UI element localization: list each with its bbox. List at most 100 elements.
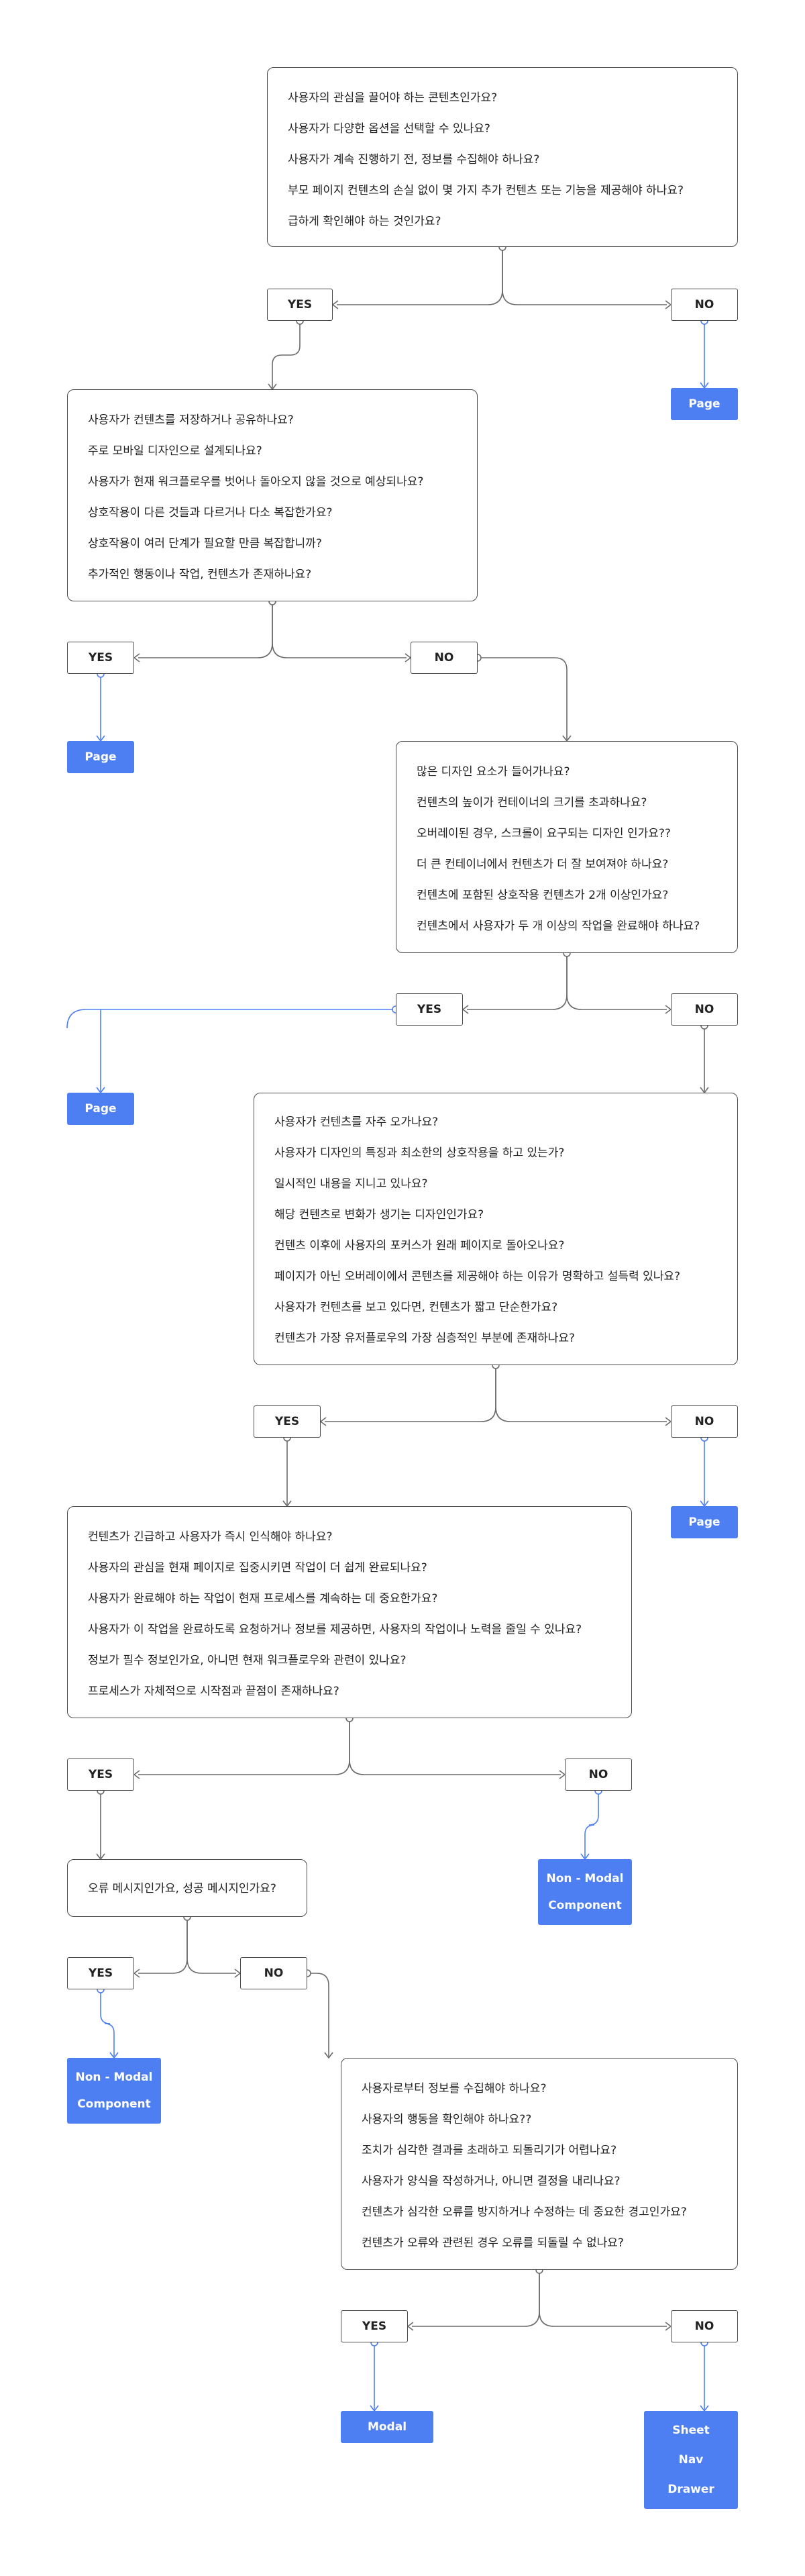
connector-line (502, 247, 667, 305)
result-page-3: Page (67, 1093, 134, 1125)
connector-arrow (133, 1969, 140, 1978)
question-text: 사용자가 현재 워크플로우를 벗어나 돌아오지 않을 것으로 예상되나요? (88, 475, 424, 489)
connector-arrow (133, 1770, 140, 1779)
question-text: 많은 디자인 요소가 들어가나요? (417, 765, 570, 779)
yes-label-6: YES (67, 1957, 134, 1989)
connector-line (566, 953, 667, 1010)
no-label-4: NO (671, 1405, 738, 1438)
connector-line (539, 2270, 667, 2327)
yes-label-3: YES (396, 993, 463, 1026)
result-label: Page (85, 1102, 117, 1116)
connector-arrow (462, 1005, 469, 1014)
connector-arrow (331, 300, 339, 309)
connector-line (467, 953, 568, 1010)
connector-line (138, 1718, 350, 1775)
question-text: 컨텐츠가 심각한 오류를 방지하거나 수정하는 데 중요한 경고인가요? (362, 2206, 687, 2219)
connector-line (100, 1989, 115, 2057)
result-label: Page (688, 1516, 720, 1529)
question-text: 주로 모바일 디자인으로 설계되나요? (88, 444, 262, 458)
connector-arrow (407, 2322, 414, 2331)
question-text: 사용자의 관심을 끌어야 하는 콘텐츠인가요? (288, 91, 498, 105)
result-label: Drawer (667, 2483, 714, 2496)
result-label: Component (77, 2097, 151, 2111)
question-text: 컨텐츠에서 사용자가 두 개 이상의 작업을 완료해야 하나요? (417, 920, 700, 933)
connector-line (307, 1973, 329, 2057)
question-text: 사용자가 컨텐츠를 자주 오가나요? (274, 1116, 439, 1129)
question-text: 페이지가 아닌 오버레이에서 콘텐츠를 제공해야 하는 이유가 명확하고 설득력… (274, 1270, 681, 1283)
connector-line (349, 1718, 561, 1775)
result-label: Sheet (672, 2424, 710, 2437)
question-text: 컨텐츠가 가장 유저플로우의 가장 심층적인 부분에 존재하나요? (274, 1332, 576, 1345)
question-text: 정보가 필수 정보인가요, 아니면 현재 워크플로우와 관련이 있나요? (88, 1654, 407, 1667)
question-text: 사용자가 양식을 작성하거나, 아니면 결정을 내리나요? (362, 2175, 621, 2188)
yes-label-2: YES (67, 642, 134, 674)
connector-line (478, 657, 568, 740)
result-label: Non - Modal (75, 2071, 153, 2084)
no-label-5: NO (565, 1758, 632, 1791)
result-label: Non - Modal (546, 1872, 624, 1885)
result-label: Nav (678, 2453, 704, 2467)
result-sheet-nav-drawer: Sheet Nav Drawer (644, 2411, 738, 2509)
no-label-6: NO (240, 1957, 307, 1989)
question-text: 상호작용이 다른 것들과 다르거나 다소 복잡한가요? (88, 506, 333, 519)
question-text: 급하게 확인해야 하는 것인가요? (288, 215, 441, 228)
question-text: 컨텐츠가 긴급하고 사용자가 즉시 인식해야 하나요? (88, 1530, 333, 1544)
question-text: 부모 페이지 컨텐츠의 손실 없이 몇 가지 추가 컨텐츠 또는 기능을 제공해… (288, 184, 684, 197)
question-text: 프로세스가 자체적으로 시작점과 끝점이 존재하나요? (88, 1685, 339, 1698)
connector-line (66, 1009, 396, 1029)
question-text: 사용자가 다양한 옵션을 선택할 수 있나요? (288, 122, 490, 136)
question-box-4: 사용자가 컨텐츠를 자주 오가나요? 사용자가 디자인의 특징과 최소한의 상호… (254, 1093, 738, 1365)
connector-line (186, 1917, 236, 1974)
question-text: 컨텐츠가 오류와 관련된 경우 오류를 되돌릴 수 없나요? (362, 2236, 624, 2250)
question-text: 사용자의 관심을 현재 페이지로 집중시키면 작업이 더 쉽게 완료되나요? (88, 1561, 427, 1575)
question-box-1: 사용자의 관심을 끌어야 하는 콘텐츠인가요? 사용자가 다양한 옵션을 선택할… (267, 67, 738, 247)
question-box-2: 사용자가 컨텐츠를 저장하거나 공유하나요? 주로 모바일 디자인으로 설계되나… (67, 389, 478, 601)
connector-line (138, 601, 273, 658)
result-label: Modal (367, 2420, 407, 2434)
connector-line (337, 247, 503, 305)
question-box-6: 오류 메시지인가요, 성공 메시지인가요? (67, 1859, 307, 1917)
question-text: 조치가 심각한 결과를 초래하고 되돌리기가 어렵나요? (362, 2144, 617, 2157)
yes-label-1: YES (267, 289, 333, 321)
result-modal: Modal (341, 2411, 433, 2443)
result-label: Component (548, 1899, 622, 1912)
connector-line (272, 601, 407, 658)
result-non-modal-component-2: Non - Modal Component (67, 2058, 161, 2124)
result-non-modal-component-1: Non - Modal Component (538, 1859, 632, 1925)
question-text: 사용자의 행동을 확인해야 하나요?? (362, 2113, 532, 2126)
connector-line (412, 2270, 540, 2327)
question-text: 더 큰 컨테이너에서 컨텐츠가 더 잘 보여져야 하나요? (417, 858, 669, 871)
question-text: 사용자로부터 정보를 수집해야 하나요? (362, 2082, 547, 2095)
result-page-1: Page (671, 388, 738, 420)
question-text: 오류 메시지인가요, 성공 메시지인가요? (88, 1882, 276, 1895)
yes-label-7: YES (341, 2310, 408, 2342)
question-text: 일시적인 내용을 지니고 있나요? (274, 1177, 428, 1191)
connector-arrow (324, 2052, 333, 2059)
question-text: 사용자가 이 작업을 완료하도록 요청하거나 정보를 제공하면, 사용자의 작업… (88, 1623, 582, 1636)
connector-arrow (319, 1417, 327, 1426)
question-text: 사용자가 디자인의 특징과 최소한의 상호작용을 하고 있는가? (274, 1146, 565, 1160)
result-page-2: Page (67, 741, 134, 773)
yes-label-5: YES (67, 1758, 134, 1791)
question-box-5: 컨텐츠가 긴급하고 사용자가 즉시 인식해야 하나요? 사용자의 관심을 현재 … (67, 1506, 632, 1718)
connector-arrow (133, 653, 140, 662)
question-text: 해당 컨텐츠로 변화가 생기는 디자인인가요? (274, 1208, 484, 1222)
question-box-7: 사용자로부터 정보를 수집해야 하나요? 사용자의 행동을 확인해야 하나요??… (341, 2058, 738, 2270)
question-text: 사용자가 컨텐츠를 저장하거나 공유하나요? (88, 413, 294, 427)
question-text: 추가적인 행동이나 작업, 컨텐츠가 존재하나요? (88, 568, 312, 581)
no-label-7: NO (671, 2310, 738, 2342)
question-text: 상호작용이 여러 단계가 필요할 만큼 복잡합니까? (88, 537, 322, 550)
question-text: 오버레이된 경우, 스크롤이 요구되는 디자인 인가요?? (417, 827, 671, 840)
no-label-2: NO (411, 642, 478, 674)
yes-label-4: YES (254, 1405, 321, 1438)
connector-line (325, 1365, 496, 1422)
question-text: 사용자가 계속 진행하기 전, 정보를 수집해야 하나요? (288, 153, 540, 166)
no-label-3: NO (671, 993, 738, 1026)
result-label: Page (688, 397, 720, 411)
question-text: 사용자가 컨텐츠를 보고 있다면, 컨텐츠가 짧고 단순한가요? (274, 1301, 558, 1314)
connector-line (138, 1917, 188, 1974)
question-text: 컨텐츠의 높이가 컨테이너의 크기를 초과하나요? (417, 796, 647, 809)
question-text: 컨텐츠 이후에 사용자의 포커스가 원래 페이지로 돌아오나요? (274, 1239, 565, 1252)
connector-line (584, 1791, 599, 1858)
result-label: Page (85, 750, 117, 764)
